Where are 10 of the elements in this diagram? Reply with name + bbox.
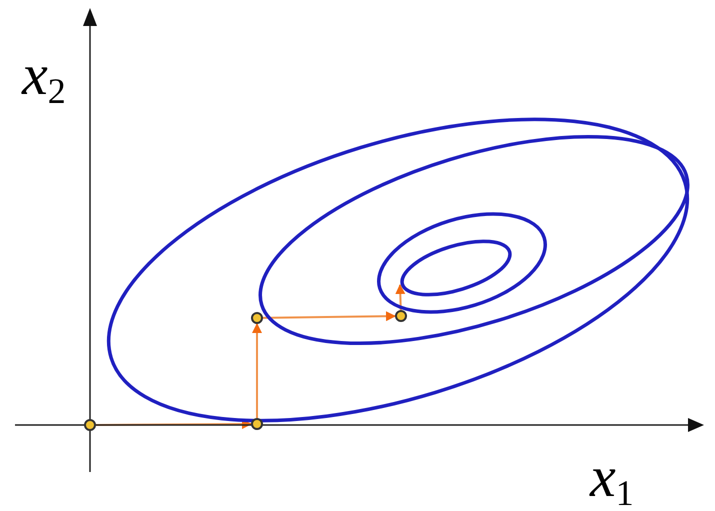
point-marker — [84, 419, 96, 431]
arrow — [252, 323, 262, 418]
arrow — [96, 419, 252, 430]
axis-label: x$_{2}$ — [22, 46, 66, 110]
arrow — [262, 311, 396, 322]
arrow — [395, 284, 406, 310]
point-marker — [251, 418, 263, 430]
point-marker — [395, 310, 407, 322]
axis-label: x$_{1}$ — [590, 448, 634, 511]
point-marker — [251, 312, 263, 324]
